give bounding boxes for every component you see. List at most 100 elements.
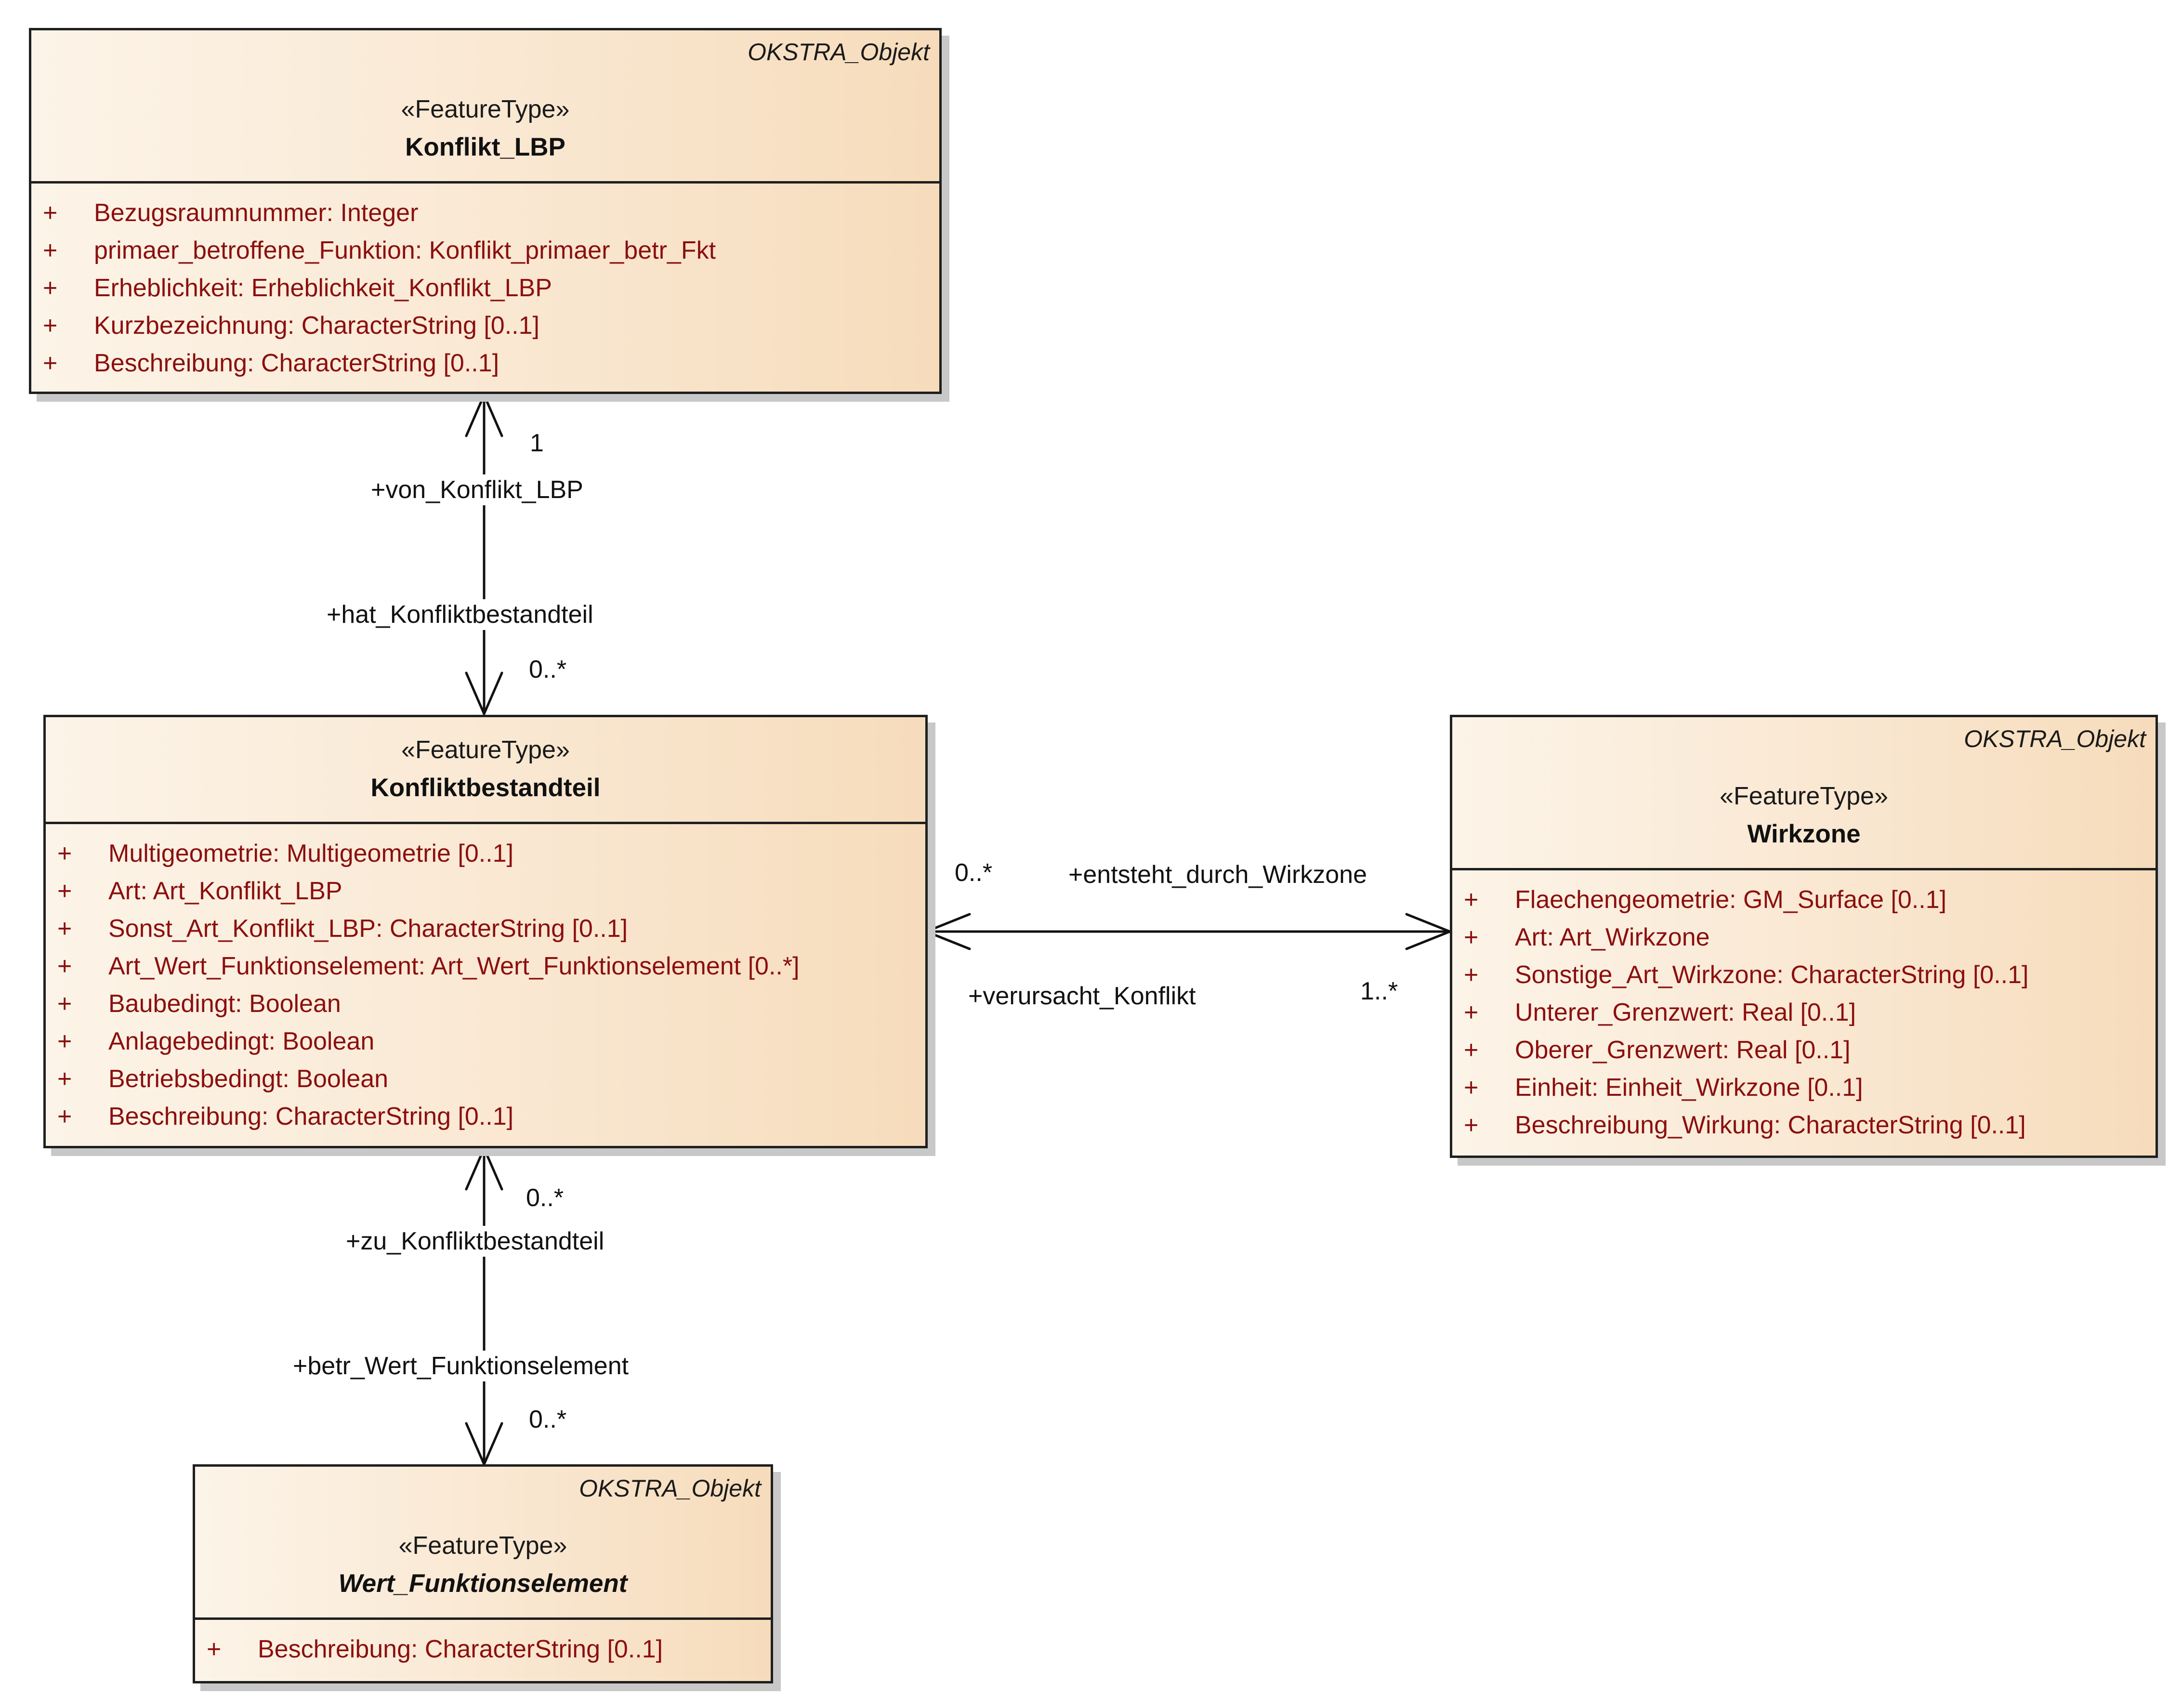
visibility-marker: + [57, 952, 72, 980]
attribute-row[interactable]: + Sonst_Art_Konflikt_LBP: CharacterString… [46, 910, 925, 947]
attribute-text: Unterer_Grenzwert: Real [0..1] [1515, 999, 1856, 1026]
role-label: +zu_Konfliktbestandteil [342, 1226, 608, 1257]
class-header: OKSTRA_Objekt «FeatureType» Konflikt_LBP [31, 30, 939, 184]
attribute-text: Art: Art_Wirkzone [1515, 923, 1710, 951]
visibility-marker: + [57, 840, 72, 867]
multiplicity-label: 0..* [526, 1184, 564, 1212]
attribute-text: Art_Wert_Funktionselement: Art_Wert_Funk… [108, 952, 800, 980]
attribute-row[interactable]: + Unterer_Grenzwert: Real [0..1] [1452, 994, 2156, 1031]
attribute-row[interactable]: + Beschreibung: CharacterString [0..1] [46, 1098, 925, 1135]
visibility-marker: + [43, 236, 58, 264]
multiplicity-label: 0..* [529, 1406, 567, 1433]
attribute-row[interactable]: + Flaechengeometrie: GM_Surface [0..1] [1452, 881, 2156, 919]
attribute-row[interactable]: +Betriebsbedingt: Boolean [46, 1060, 925, 1098]
class-wert-funktionselement[interactable]: OKSTRA_Objekt «FeatureType» Wert_Funktio… [193, 1464, 773, 1683]
attribute-text: Erheblichkeit: Erheblichkeit_Konflikt_LB… [94, 274, 552, 302]
parent-class-label: OKSTRA_Objekt [579, 1475, 761, 1502]
role-label: +hat_Konfliktbestandteil [323, 599, 597, 630]
class-name: Konfliktbestandteil [370, 774, 601, 802]
attribute-row[interactable]: + Einheit: Einheit_Wirkzone [0..1] [1452, 1069, 2156, 1106]
attribute-text: Multigeometrie: Multigeometrie [0..1] [108, 840, 514, 867]
attribute-list: + Bezugsraumnummer: Integer + primaer_betr… [31, 184, 939, 382]
attribute-text: Anlagebedingt: Boolean [108, 1027, 375, 1055]
attribute-row[interactable]: + Beschreibung: CharacterString [0..1] [31, 344, 939, 382]
attribute-text: Baubedingt: Boolean [108, 990, 341, 1018]
attribute-row[interactable]: + Art: Art_Wirkzone [1452, 919, 2156, 956]
class-name: Konflikt_LBP [405, 133, 565, 161]
visibility-marker: + [207, 1635, 222, 1663]
visibility-marker: + [57, 990, 72, 1018]
stereotype-label: «FeatureType» [401, 736, 570, 764]
stereotype-label: «FeatureType» [401, 95, 570, 123]
multiplicity-label: 1..* [1360, 977, 1398, 1005]
attribute-row[interactable]: + Oberer_Grenzwert: Real [0..1] [1452, 1031, 2156, 1069]
attribute-text: Kurzbezeichnung: CharacterString [0..1] [94, 312, 539, 340]
attribute-list: + Multigeometrie: Multigeometrie [0..1] +… [46, 824, 925, 1135]
attribute-row[interactable]: + Sonstige_Art_Wirkzone: CharacterString … [1452, 956, 2156, 994]
visibility-marker: + [57, 1103, 72, 1130]
visibility-marker: + [43, 349, 58, 377]
visibility-marker: + [1464, 1074, 1479, 1102]
attribute-text: Sonstige_Art_Wirkzone: CharacterString [… [1515, 961, 2029, 989]
attribute-row[interactable]: + Bezugsraumnummer: Integer [31, 194, 939, 232]
visibility-marker: + [1464, 923, 1479, 951]
role-label: +von_Konflikt_LBP [367, 474, 587, 505]
attribute-text: Beschreibung: CharacterString [0..1] [94, 349, 499, 377]
visibility-marker: + [57, 1027, 72, 1055]
class-header: OKSTRA_Objekt «FeatureType» Wirkzone [1452, 717, 2156, 870]
attribute-text: Betriebsbedingt: Boolean [108, 1065, 389, 1093]
attribute-text: primaer_betroffene_Funktion: Konflikt_pr… [94, 236, 716, 264]
visibility-marker: + [1464, 1036, 1479, 1064]
attribute-row[interactable]: + Kurzbezeichnung: CharacterString [0..1] [31, 307, 939, 344]
visibility-marker: + [1464, 1111, 1479, 1139]
attribute-row[interactable]: + Multigeometrie: Multigeometrie [0..1] [46, 835, 925, 872]
class-header: «FeatureType» Konfliktbestandteil [46, 717, 925, 824]
class-konflikt-lbp[interactable]: OKSTRA_Objekt «FeatureType» Konflikt_LBP… [29, 28, 942, 394]
role-label: +betr_Wert_Funktionselement [289, 1351, 633, 1381]
class-name: Wert_Funktionselement [338, 1569, 628, 1598]
stereotype-label: «FeatureType» [1720, 782, 1888, 810]
attribute-list: + Beschreibung: CharacterString [0..1] [195, 1620, 771, 1668]
arrowhead-to-konfliktbestandteil [465, 671, 503, 715]
multiplicity-label: 0..* [955, 859, 993, 887]
class-header: OKSTRA_Objekt «FeatureType» Wert_Funktio… [195, 1467, 771, 1620]
arrowhead-to-konfliktbestandteil-bottom [465, 1147, 503, 1191]
attribute-row[interactable]: + Art_Wert_Funktionselement: Art_Wert_Fun… [46, 947, 925, 985]
arrowhead-to-konflikt-lbp [465, 394, 503, 437]
visibility-marker: + [43, 312, 58, 340]
visibility-marker: + [1464, 961, 1479, 989]
attribute-list: + Flaechengeometrie: GM_Surface [0..1] + A… [1452, 870, 2156, 1144]
attribute-text: Art: Art_Konflikt_LBP [108, 877, 342, 905]
parent-class-label: OKSTRA_Objekt [748, 39, 930, 66]
parent-class-label: OKSTRA_Objekt [1964, 725, 2146, 752]
attribute-row[interactable]: + primaer_betroffene_Funktion: Konflikt_p… [31, 232, 939, 269]
class-name: Wirkzone [1747, 820, 1861, 848]
visibility-marker: + [1464, 999, 1479, 1026]
visibility-marker: + [43, 199, 58, 227]
multiplicity-label: 1 [530, 429, 544, 457]
attribute-text: Flaechengeometrie: GM_Surface [0..1] [1515, 886, 1947, 914]
class-wirkzone[interactable]: OKSTRA_Objekt «FeatureType» Wirkzone + Fl… [1450, 715, 2158, 1158]
attribute-text: Einheit: Einheit_Wirkzone [0..1] [1515, 1074, 1863, 1102]
attribute-row[interactable]: + Anlagebedingt: Boolean [46, 1023, 925, 1060]
attribute-row[interactable]: + Baubedingt: Boolean [46, 985, 925, 1023]
attribute-row[interactable]: + Art: Art_Konflikt_LBP [46, 872, 925, 910]
visibility-marker: + [1464, 886, 1479, 914]
attribute-text: Sonst_Art_Konflikt_LBP: CharacterString … [108, 915, 628, 943]
attribute-row[interactable]: + Beschreibung: CharacterString [0..1] [195, 1630, 771, 1668]
attribute-row[interactable]: + Beschreibung_Wirkung: CharacterString [… [1452, 1106, 2156, 1144]
visibility-marker: + [57, 877, 72, 905]
multiplicity-label: 0..* [529, 656, 567, 683]
attribute-text: Beschreibung_Wirkung: CharacterString [0… [1515, 1111, 2026, 1139]
class-konfliktbestandteil[interactable]: «FeatureType» Konfliktbestandteil + Multi… [43, 715, 928, 1148]
attribute-row[interactable]: + Erheblichkeit: Erheblichkeit_Konflikt_L… [31, 269, 939, 307]
visibility-marker: + [57, 915, 72, 943]
stereotype-label: «FeatureType» [398, 1532, 567, 1560]
attribute-text: Oberer_Grenzwert: Real [0..1] [1515, 1036, 1851, 1064]
attribute-text: Bezugsraumnummer: Integer [94, 199, 419, 227]
attribute-text: Beschreibung: CharacterString [0..1] [108, 1103, 514, 1130]
role-label: +verursacht_Konflikt [968, 982, 1196, 1010]
visibility-marker: + [43, 274, 58, 302]
role-label: +entsteht_durch_Wirkzone [1068, 861, 1367, 889]
attribute-text: Beschreibung: CharacterString [0..1] [258, 1635, 663, 1663]
